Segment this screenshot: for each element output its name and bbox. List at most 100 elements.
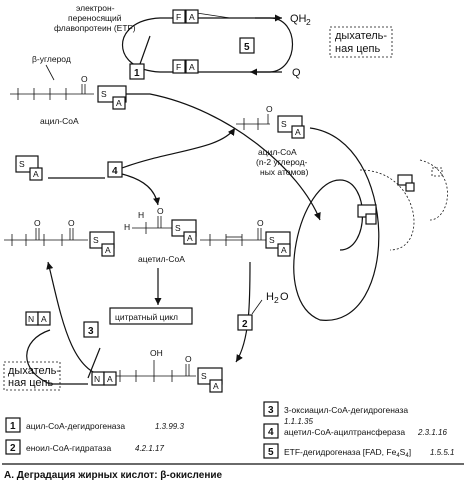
svg-text:дыхатель-: дыхатель-: [8, 365, 60, 377]
legend-item-2: 2 еноил-CoA-гидратаза 4.2.1.17: [5, 439, 164, 455]
respiratory-chain-top-label: дыхатель- ная цепь: [335, 30, 387, 55]
svg-text:O: O: [257, 218, 264, 228]
svg-text:A: A: [295, 127, 301, 137]
svg-text:A: A: [187, 233, 193, 243]
qh2-subscript: 2: [306, 17, 311, 27]
nad-icon-top: N A: [25, 311, 51, 326]
arrow-step-4-to-acetyl: [121, 173, 161, 206]
svg-text:A: A: [189, 62, 195, 72]
step-5-number: 5: [244, 42, 250, 53]
svg-text:S: S: [175, 223, 181, 233]
svg-text:(n-2 углерод-: (n-2 углерод-: [256, 157, 308, 167]
svg-text:2: 2: [10, 443, 16, 454]
step-4-number: 4: [112, 166, 118, 177]
svg-text:S: S: [269, 235, 275, 245]
oh-label: OH: [150, 348, 163, 358]
svg-text:3: 3: [268, 405, 274, 416]
fadh2-icon-bottom: F A: [172, 59, 199, 74]
step-1-number: 1: [134, 68, 140, 79]
svg-text:1.5.5.1: 1.5.5.1: [430, 448, 454, 457]
acyl-coa-structure: O S A: [10, 74, 127, 110]
enoyl-coa-structure: O S A: [200, 218, 291, 257]
svg-text:S: S: [201, 371, 207, 381]
step-3-number: 3: [88, 326, 94, 337]
svg-text:ацетил-CoA-ацилтрансфераза: ацетил-CoA-ацилтрансфераза: [284, 427, 405, 437]
arrow-step-1-to-etf: [139, 35, 151, 65]
acetyl-coa-label: ацетил-CoA: [138, 254, 185, 264]
acyl-coa-n2-label: ацил-CoA (n-2 углерод- ных атомов): [256, 147, 309, 177]
svg-text:1.3.99.3: 1.3.99.3: [155, 422, 184, 431]
repeat-spiral-2: [359, 169, 415, 251]
respiratory-chain-left-label: дыхатель- ная цепь: [8, 365, 60, 389]
figure-caption: А. Деградация жирных кислот: β-окисление: [4, 470, 223, 481]
svg-text:O: O: [157, 206, 164, 216]
svg-text:N: N: [94, 374, 100, 384]
svg-text:O: O: [266, 104, 273, 114]
legend-item-5: 5 ETF-дегидрогеназа [FAD, Fe4S4] 1.5.5.1: [263, 443, 454, 459]
beta-carbon-label: β-углерод: [32, 54, 71, 64]
svg-text:1: 1: [10, 421, 16, 432]
svg-text:N: N: [28, 314, 34, 324]
hydroxyacyl-coa-structure: O S A: [110, 354, 223, 393]
water-label: H: [266, 291, 274, 303]
svg-text:A: A: [281, 245, 287, 255]
svg-text:A: A: [107, 374, 113, 384]
svg-text:O: O: [81, 74, 88, 84]
svg-text:F: F: [176, 12, 181, 22]
respiratory-chain-left-box: [3, 361, 61, 391]
svg-text:переносящий: переносящий: [68, 13, 122, 23]
spiral-molecule-3: [431, 167, 443, 177]
citrate-cycle-label: цитратный цикл: [115, 312, 178, 322]
spiral-molecule-2: [397, 174, 415, 192]
svg-text:2.3.1.16: 2.3.1.16: [417, 428, 447, 437]
svg-text:A: A: [33, 169, 39, 179]
water-oxygen: O: [280, 291, 289, 303]
step-1-box: [129, 63, 145, 80]
svg-text:F: F: [176, 62, 181, 72]
svg-text:ная цепь: ная цепь: [335, 43, 380, 55]
repeat-spiral-1: [293, 127, 380, 321]
svg-text:электрон-: электрон-: [76, 3, 115, 13]
nad-cycle: [26, 329, 88, 385]
svg-text:5: 5: [268, 447, 274, 458]
acetyl-coa-structure: H H O S A: [124, 206, 197, 245]
oxoacyl-coa-structure: O O S A: [4, 218, 115, 257]
svg-text:ная цепь: ная цепь: [8, 377, 53, 389]
svg-text:H: H: [138, 210, 144, 220]
svg-text:A: A: [189, 12, 195, 22]
arrow-step-4-to-acyl-n2: [121, 127, 236, 169]
beta-carbon-pointer: [45, 64, 55, 81]
legend-item-1: 1 ацил-CoA-дегидрогеназа 1.3.99.3: [5, 417, 184, 433]
arrow-step-1-main: [126, 93, 321, 221]
svg-text:ацил-CoA: ацил-CoA: [258, 147, 297, 157]
spiral-molecule-1: [357, 204, 377, 225]
svg-text:S: S: [19, 159, 25, 169]
svg-text:3-оксиацил-CoA-дегидрогеназа: 3-оксиацил-CoA-дегидрогеназа: [284, 405, 408, 415]
svg-text:1.1.1.35: 1.1.1.35: [284, 417, 313, 426]
svg-text:ацил-CoA-дегидрогеназа: ацил-CoA-дегидрогеназа: [26, 421, 125, 431]
step-4-box: [107, 161, 123, 178]
q-label: Q: [292, 67, 301, 79]
citrate-cycle-box: [109, 307, 193, 325]
svg-text:флавопротеин (ETF): флавопротеин (ETF): [54, 23, 136, 33]
qh2-label: QH: [290, 13, 307, 25]
acyl-coa-label: ацил-CoA: [40, 116, 79, 126]
etf-label: электрон- переносящий флавопротеин (ETF): [54, 3, 136, 33]
line-nad-to-step-3: [87, 347, 101, 379]
svg-text:S: S: [93, 235, 99, 245]
svg-text:A: A: [213, 381, 219, 391]
svg-text:O: O: [68, 218, 75, 228]
svg-text:S: S: [281, 119, 287, 129]
svg-text:A: A: [105, 245, 111, 255]
svg-text:еноил-CoA-гидратаза: еноил-CoA-гидратаза: [26, 443, 111, 453]
arrow-step-2: [235, 261, 251, 363]
nadh-icon-bottom: N A: [91, 371, 117, 386]
svg-text:4: 4: [268, 427, 274, 438]
svg-text:H: H: [124, 222, 130, 232]
svg-text:ных атомов): ных атомов): [260, 167, 309, 177]
water-pointer: [251, 299, 263, 315]
arrow-step-3: [46, 261, 109, 377]
step-5-box: [239, 37, 255, 54]
svg-text:S: S: [101, 89, 107, 99]
svg-text:дыхатель-: дыхатель-: [335, 30, 387, 42]
